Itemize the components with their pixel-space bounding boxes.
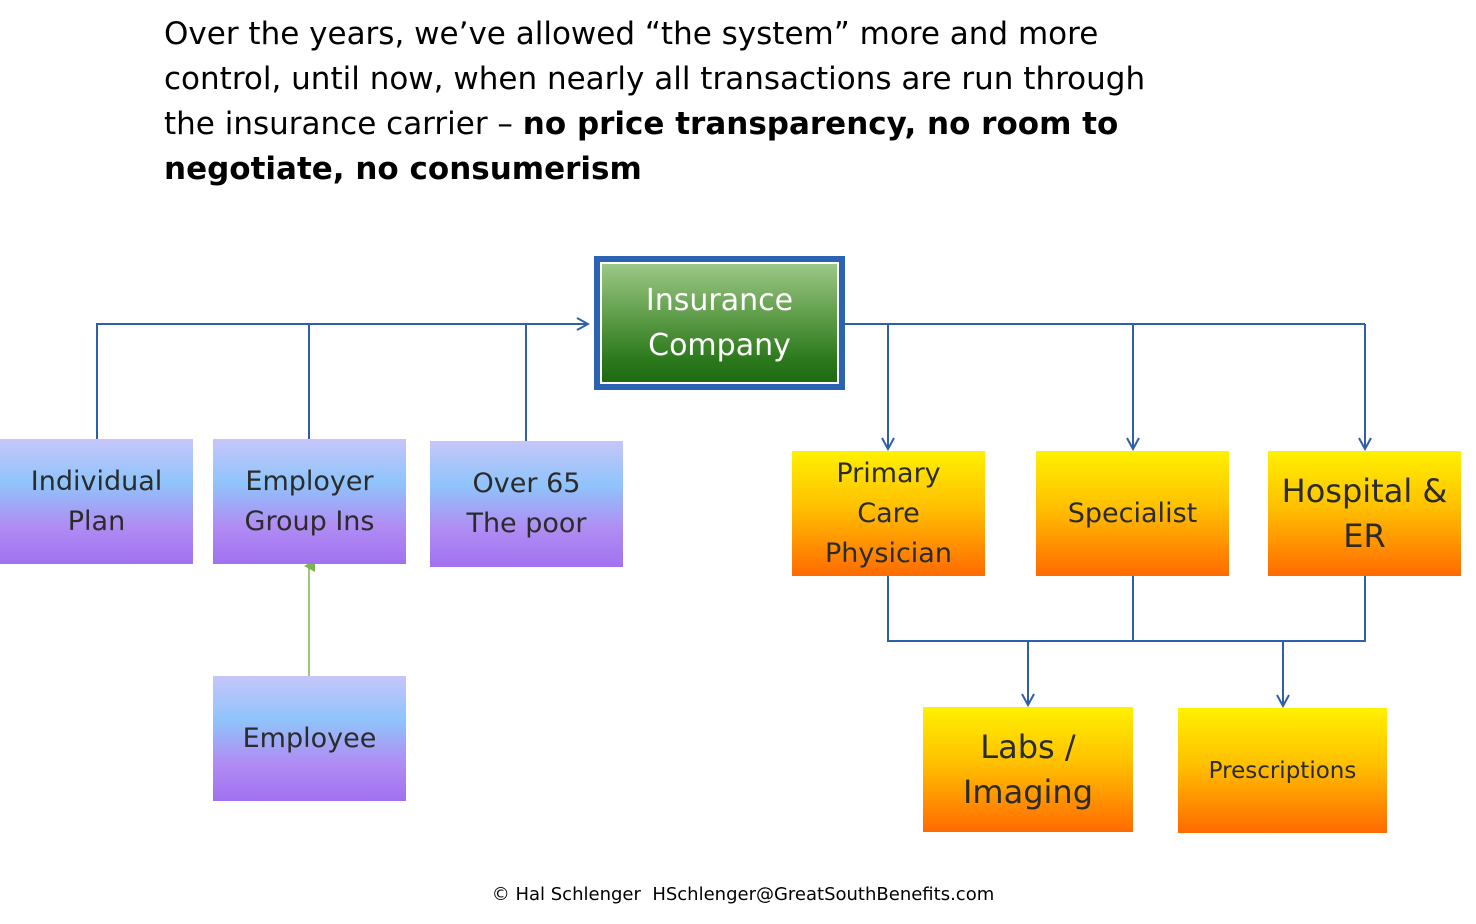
labs-imaging-node: Labs / Imaging — [923, 707, 1133, 832]
hospital-node: Hospital & ER — [1268, 451, 1461, 576]
insurance-company-node: Insurance Company — [594, 256, 845, 390]
employee-line1: Employee — [242, 722, 377, 754]
individual-plan-line2: Plan — [67, 505, 126, 537]
employee-node: Employee — [213, 676, 406, 801]
primary-care-line1: Primary — [836, 457, 941, 489]
labs-line1: Labs / — [980, 727, 1076, 766]
primary-care-line2: Care — [857, 497, 920, 529]
prescriptions-line1: Prescriptions — [1208, 757, 1357, 784]
employer-group-line2: Group Ins — [244, 505, 375, 537]
slide-heading: Over the years, we’ve allowed “the syste… — [164, 12, 1164, 192]
employer-group-line1: Employer — [245, 465, 374, 497]
primary-care-node: Primary Care Physician — [792, 451, 985, 576]
connector-providers-bus — [887, 576, 1366, 642]
hospital-line1: Hospital & — [1281, 471, 1448, 510]
insurance-company-line2: Company — [648, 328, 791, 363]
over65-line1: Over 65 — [472, 468, 581, 499]
connector-individual-to-insurer — [96, 324, 588, 439]
over65-line2: The poor — [466, 508, 587, 539]
over65-node: Over 65 The poor — [430, 441, 623, 567]
footer-credit: © Hal Schlenger HSchlenger@GreatSouthBen… — [491, 884, 995, 905]
labs-line2: Imaging — [962, 772, 1093, 811]
hospital-line2: ER — [1343, 516, 1386, 555]
heading-text: Over the years, we’ve allowed “the syste… — [164, 16, 1146, 142]
employer-group-node: Employer Group Ins — [213, 439, 406, 564]
specialist-node: Specialist — [1036, 451, 1229, 576]
individual-plan-line1: Individual — [30, 465, 163, 497]
prescriptions-node: Prescriptions — [1178, 708, 1387, 833]
individual-plan-node: Individual Plan — [0, 439, 193, 564]
insurance-company-line1: Insurance — [645, 283, 794, 318]
heading-bold-text: no price transparency, no room to negoti… — [164, 106, 1119, 187]
insurance-company-label: Insurance Company — [600, 262, 839, 384]
specialist-line1: Specialist — [1067, 497, 1198, 529]
primary-care-line3: Physician — [825, 537, 952, 569]
